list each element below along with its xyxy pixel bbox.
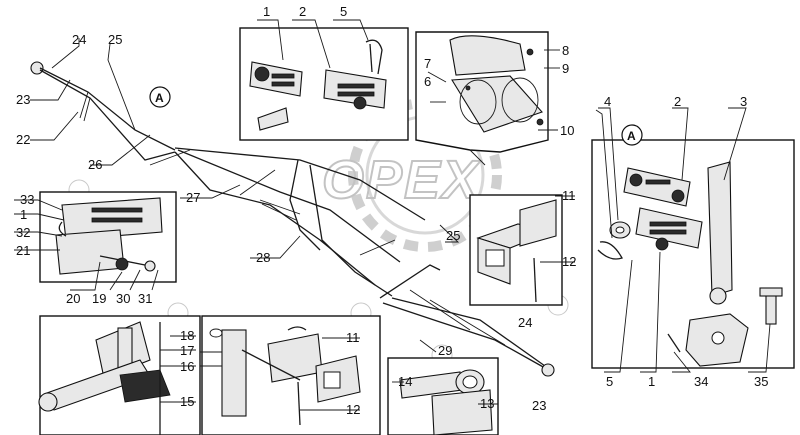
callout-28: 28 xyxy=(256,250,270,265)
callout-33: 33 xyxy=(20,192,34,207)
callout-23-left: 23 xyxy=(16,92,30,107)
callout-labels: 1 2 5 7 6 8 9 10 24 25 23 22 26 27 28 25… xyxy=(16,4,768,417)
callout-9: 9 xyxy=(562,61,569,76)
callout-24-top: 24 xyxy=(72,32,86,47)
view-marker-a: A xyxy=(149,86,171,108)
callout-11-right: 11 xyxy=(562,188,576,203)
leader-lines-main xyxy=(30,38,460,259)
callout-12-bottom: 12 xyxy=(346,402,360,417)
view-marker-a-label: A xyxy=(155,91,164,105)
callout-34: 34 xyxy=(694,374,708,389)
callout-14: 14 xyxy=(398,374,412,389)
watermark-text: OPEX xyxy=(322,150,481,210)
callout-2-right: 2 xyxy=(674,94,681,109)
callout-15: 15 xyxy=(180,394,194,409)
callout-2-top: 2 xyxy=(299,4,306,19)
callout-6: 6 xyxy=(424,74,431,89)
callout-1-top: 1 xyxy=(263,4,270,19)
callout-23-bottom: 23 xyxy=(532,398,546,413)
callout-5-right: 5 xyxy=(606,374,613,389)
cotter-pin xyxy=(365,39,383,75)
callout-13: 13 xyxy=(480,396,494,411)
callout-1-right: 1 xyxy=(648,374,655,389)
inset-pivot xyxy=(387,339,499,435)
callout-32: 32 xyxy=(16,225,30,240)
callout-10: 10 xyxy=(560,123,574,138)
callout-12-right: 12 xyxy=(562,254,576,269)
inset-flange xyxy=(415,31,560,166)
inset-clamp xyxy=(200,315,381,435)
callout-18: 18 xyxy=(180,328,194,343)
callout-17: 17 xyxy=(180,343,194,358)
callout-22: 22 xyxy=(16,132,30,147)
drawbar-frame xyxy=(30,61,555,377)
callout-26: 26 xyxy=(88,157,102,172)
callout-8: 8 xyxy=(562,43,569,58)
callout-3: 3 xyxy=(740,94,747,109)
callout-21: 21 xyxy=(16,243,30,258)
view-marker-a-detail-label: A xyxy=(627,129,636,143)
callout-29: 29 xyxy=(438,343,452,358)
link-plate-2 xyxy=(323,69,387,110)
inset-latch xyxy=(14,191,177,291)
callout-30: 30 xyxy=(116,291,130,306)
callout-4: 4 xyxy=(604,94,611,109)
callout-25-top: 25 xyxy=(108,32,122,47)
detail-view-a: A xyxy=(591,107,795,373)
callout-31: 31 xyxy=(138,291,152,306)
callout-16: 16 xyxy=(180,359,194,374)
callout-25-mid: 25 xyxy=(446,228,460,243)
link-plate-1 xyxy=(249,61,303,131)
inset-hitch xyxy=(38,315,201,435)
callout-5-top: 5 xyxy=(340,4,347,19)
callout-35: 35 xyxy=(754,374,768,389)
callout-20: 20 xyxy=(66,291,80,306)
callout-1-left: 1 xyxy=(20,207,27,222)
callout-19: 19 xyxy=(92,291,106,306)
view-marker-a-detail: A xyxy=(621,124,643,146)
callout-7: 7 xyxy=(424,56,431,71)
callout-24-bottom: 24 xyxy=(518,315,532,330)
callout-27: 27 xyxy=(186,190,200,205)
callout-11-bottom: 11 xyxy=(346,330,360,345)
inset-square-tube xyxy=(469,194,575,306)
inset-top-links xyxy=(239,19,409,141)
